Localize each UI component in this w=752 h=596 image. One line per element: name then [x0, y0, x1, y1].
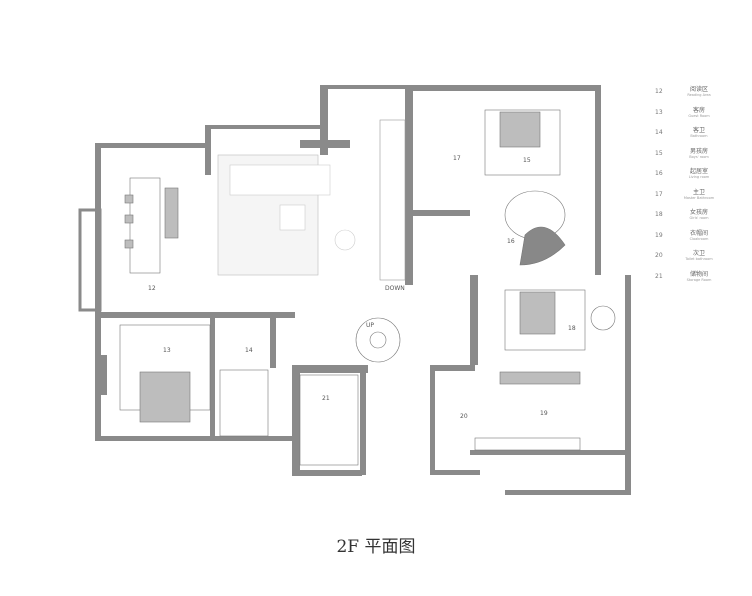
walls — [78, 85, 631, 495]
legend-number: 18 — [655, 211, 663, 218]
legend-cn: 客卫 — [692, 127, 705, 134]
legend-number: 12 — [655, 88, 663, 95]
legend-en: Living room — [688, 175, 710, 179]
legend-cn: 主卫 — [692, 188, 705, 196]
legend-cn: 男孩房 — [689, 147, 708, 155]
up-label: UP — [366, 322, 374, 329]
legend-en: Reading Area — [687, 93, 711, 97]
legend-number: 17 — [655, 190, 663, 198]
svg-text:12: 12 — [148, 285, 156, 292]
svg-text:19: 19 — [540, 410, 548, 417]
legend-en: Toilet bathroom — [685, 257, 713, 261]
svg-text:20: 20 — [460, 413, 468, 420]
legend-en: Master Bathroom — [683, 195, 715, 200]
plan-title: 2F 平面图 — [336, 537, 416, 557]
down-label: DOWN — [385, 285, 405, 292]
legend-cn: 起居室 — [689, 168, 708, 175]
legend-en: Bathroom — [690, 134, 708, 138]
legend-en: Girls' room — [689, 216, 709, 220]
legend-cn: 阅读区 — [689, 86, 708, 93]
legend-cn: 客房 — [692, 106, 705, 114]
furniture — [119, 109, 616, 466]
legend-number: 14 — [655, 129, 663, 136]
legend-cn: 衣帽间 — [689, 229, 708, 237]
legend-number: 13 — [655, 108, 663, 116]
svg-text:21: 21 — [322, 395, 330, 402]
legend-en: Cloakroom — [689, 236, 709, 241]
legend-number: 19 — [655, 231, 663, 239]
svg-text:13: 13 — [163, 347, 171, 354]
legend-number: 15 — [655, 149, 663, 157]
legend-number: 20 — [655, 252, 663, 259]
svg-text:15: 15 — [523, 157, 531, 164]
legend-number: 16 — [655, 170, 663, 177]
svg-text:16: 16 — [507, 238, 515, 245]
svg-text:17: 17 — [453, 155, 461, 162]
legend-cn: 女孩房 — [689, 209, 708, 216]
legend-en: Storage Room — [686, 277, 712, 282]
legend-cn: 次卫 — [692, 250, 705, 257]
legend-number: 21 — [655, 272, 663, 280]
legend-en: Boys' room — [689, 154, 709, 159]
svg-text:14: 14 — [245, 347, 253, 354]
legend-cn: 储物间 — [689, 270, 708, 278]
legend-en: Guest Room — [688, 113, 710, 118]
svg-text:18: 18 — [568, 325, 576, 332]
